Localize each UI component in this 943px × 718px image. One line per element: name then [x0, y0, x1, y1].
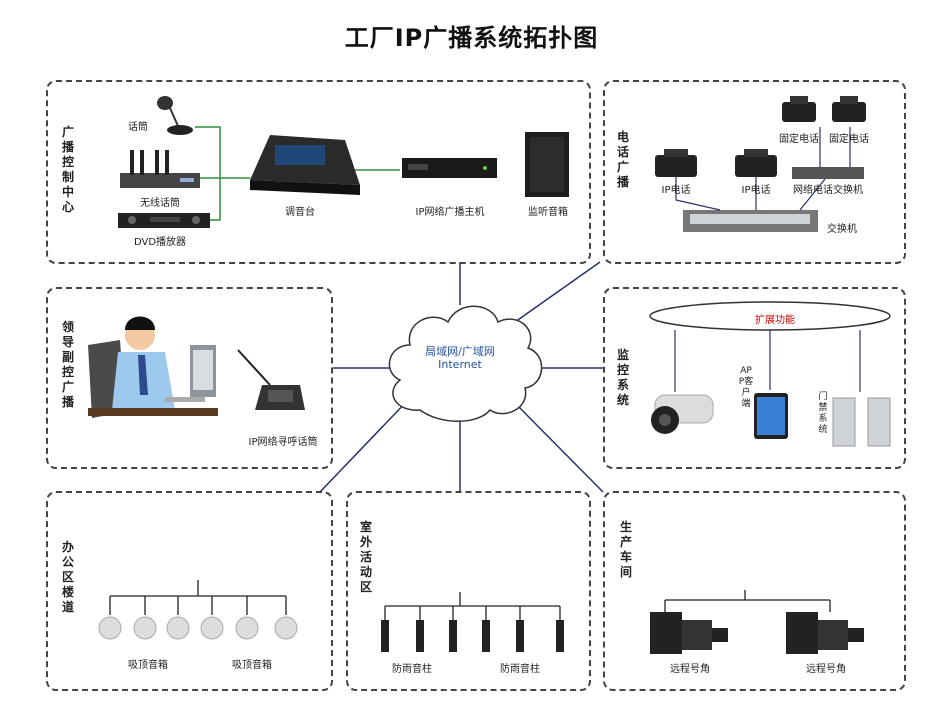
phone-title: 电话广播	[616, 130, 629, 189]
office-title: 办公区楼道	[61, 540, 74, 614]
mixer-icon	[250, 135, 360, 195]
ip-host-icon	[402, 158, 497, 178]
column-speaker-label-2: 防雨音柱	[500, 664, 540, 675]
cloud-label-internet: Internet	[438, 358, 482, 371]
wireless-mic-label: 无线话筒	[140, 198, 180, 209]
ip-phone-icon-2	[735, 149, 777, 177]
ceiling-speaker-label-1: 吸顶音箱	[128, 660, 168, 671]
tablet-icon	[754, 393, 788, 439]
monitor-title: 监控系统	[616, 348, 629, 407]
gate-icon	[832, 397, 891, 447]
control-center-box	[46, 80, 591, 264]
cloud-label-network: 局域网/广域网	[425, 345, 495, 358]
monitor-box	[603, 287, 906, 469]
ip-phone-label-1: IP电话	[661, 185, 691, 196]
fixed-phone-label-1: 固定电话	[779, 134, 819, 145]
dvd-label: DVD播放器	[133, 237, 187, 248]
mic-label: 话筒	[128, 122, 148, 133]
link-phone	[514, 261, 601, 323]
pager-mic-icon	[237, 349, 305, 410]
outdoor-title: 室外活动区	[359, 520, 372, 594]
app-label: APP客户端	[738, 366, 754, 409]
control-center-devices	[118, 96, 569, 228]
phone-devices	[655, 96, 866, 232]
mixer-label: 调音台	[285, 207, 315, 218]
control-center-title: 广播控制中心	[61, 125, 74, 214]
fixed-phone-label-2: 固定电话	[829, 134, 869, 145]
horn-speaker-2	[786, 612, 864, 654]
leader-box	[46, 287, 333, 469]
fixed-phone-icon-1	[782, 96, 816, 122]
host-label: IP网络广播主机	[415, 207, 485, 218]
workshop-devices	[650, 590, 864, 654]
person-icon	[88, 316, 218, 418]
ceiling-speakers	[98, 616, 298, 640]
extension-label: 扩展功能	[755, 315, 795, 326]
column-speakers	[381, 620, 564, 652]
computer-icon	[165, 345, 216, 402]
pager-label: IP网络寻呼话筒	[248, 437, 318, 448]
dvd-player-icon	[118, 213, 210, 228]
switch-label: 交换机	[827, 224, 857, 235]
link-office	[319, 397, 411, 493]
camera-icon	[651, 394, 714, 434]
gateway-icon	[792, 167, 864, 179]
switch-icon	[683, 210, 818, 232]
ceiling-speaker-label-2: 吸顶音箱	[232, 660, 272, 671]
workshop-title: 生产车间	[619, 520, 632, 579]
horn-speaker-1	[650, 612, 728, 654]
network-cloud	[388, 305, 543, 422]
outdoor-devices	[381, 592, 564, 652]
diagram-title: 工厂IP广播系统拓扑图	[344, 24, 599, 52]
workshop-box	[603, 491, 906, 691]
leader-devices	[88, 316, 305, 418]
outdoor-box	[346, 491, 591, 691]
microphone-icon	[157, 96, 193, 135]
gate-label: 门禁系统	[818, 392, 828, 435]
leader-title: 领导副控广播	[61, 320, 74, 409]
phone-box	[603, 80, 906, 264]
horn-label-2: 远程号角	[806, 664, 846, 675]
monitor-speaker-label: 监听音箱	[528, 207, 568, 218]
column-speaker-label-1: 防雨音柱	[392, 664, 432, 675]
wireless-mic-icon	[120, 150, 200, 188]
link-workshop	[509, 397, 604, 493]
ip-phone-label-2: IP电话	[741, 185, 771, 196]
monitor-speaker-icon	[525, 132, 569, 197]
fixed-phone-icon-2	[832, 96, 866, 122]
office-box	[46, 491, 333, 691]
office-devices	[98, 580, 298, 640]
gateway-label: 网络电话交换机	[793, 185, 863, 196]
monitor-devices	[649, 301, 891, 447]
horn-label-1: 远程号角	[670, 664, 710, 675]
ip-phone-icon-1	[655, 149, 697, 177]
